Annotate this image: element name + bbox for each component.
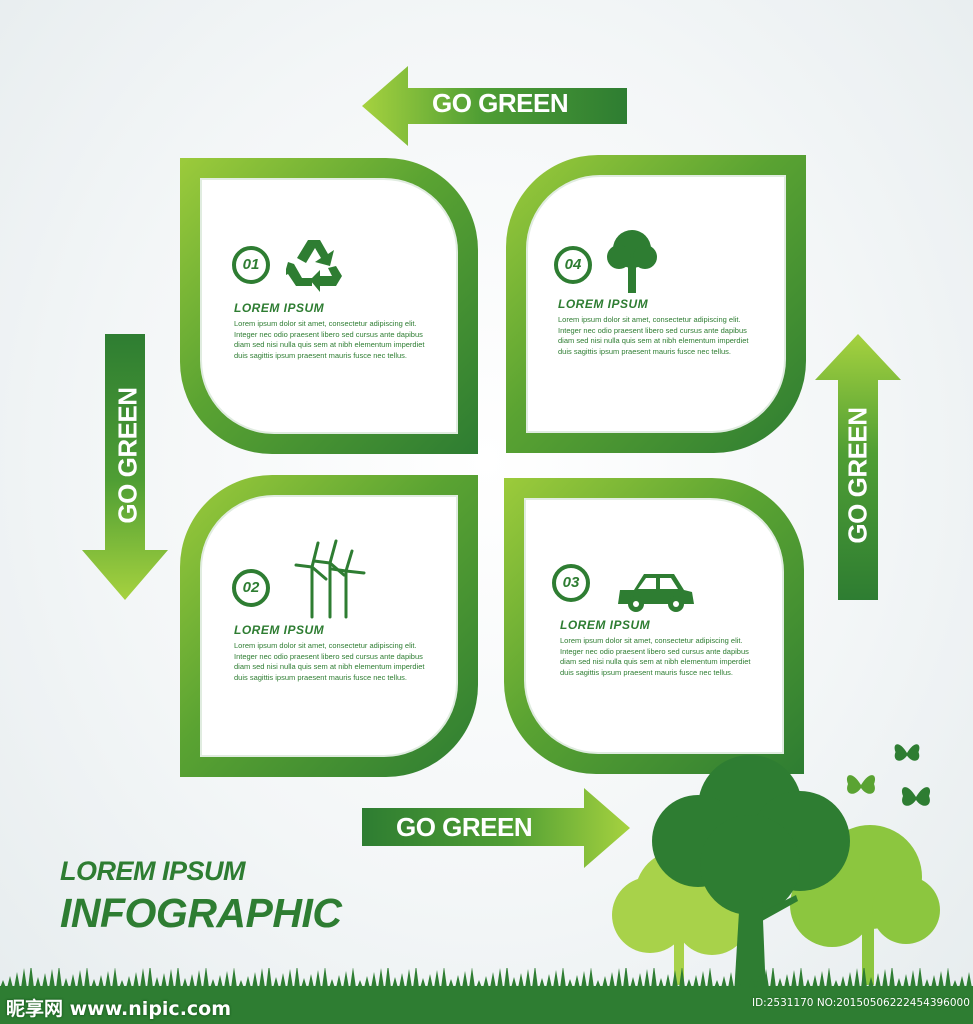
card-01-heading: LOREM IPSUM [234, 301, 325, 315]
card-04-body: Lorem ipsum dolor sit amet, consectetur … [558, 315, 749, 356]
top-arrow [362, 66, 627, 146]
wind-turbine-icon [294, 539, 366, 619]
card-03-body: Lorem ipsum dolor sit amet, consectetur … [560, 636, 751, 677]
card-04: 04 LOREM IPSUM Lorem ipsum dolor sit ame… [506, 155, 806, 453]
tree-icon [607, 230, 657, 293]
card-04-panel: 04 LOREM IPSUM Lorem ipsum dolor sit ame… [526, 175, 786, 433]
card-02-heading: LOREM IPSUM [234, 623, 325, 637]
footer-subtitle: LOREM IPSUM [60, 856, 246, 886]
card-02-panel: 02 LOREM IPSUM Lorem ipsum dolor sit ame… [200, 495, 458, 757]
card-03-number: 03 [552, 564, 590, 602]
watermark-right: ID:2531170 NO:20150506222454396000 [752, 997, 970, 1009]
card-03-panel: 03 LOREM IPSUM Lorem ipsum dolor sit ame… [524, 498, 784, 754]
recycle-icon [286, 240, 342, 292]
card-04-heading: LOREM IPSUM [558, 297, 649, 311]
card-02: 02 LOREM IPSUM Lorem ipsum dolor sit ame… [180, 475, 478, 777]
card-01-number: 01 [232, 246, 270, 284]
car-icon [618, 574, 694, 612]
card-03: 03 LOREM IPSUM Lorem ipsum dolor sit ame… [504, 478, 804, 774]
card-01-panel: 01 LOREM IPSUM Lorem ipsum dolor sit ame… [200, 178, 458, 434]
right-arrow-label: GO GREEN [842, 407, 873, 544]
trees-illustration [612, 755, 940, 995]
card-01-body: Lorem ipsum dolor sit amet, consectetur … [234, 319, 425, 360]
card-01: 01 LOREM IPSUM Lorem ipsum dolor sit ame… [180, 158, 478, 454]
top-arrow-label: GO GREEN [432, 88, 569, 118]
right-arrow [815, 334, 901, 600]
card-04-number: 04 [554, 246, 592, 284]
card-02-number: 02 [232, 569, 270, 607]
butterfly-icon [846, 775, 876, 794]
bottom-arrow [362, 788, 630, 868]
watermark-left: 昵享网 www.nipic.com [6, 998, 232, 1020]
left-arrow [82, 334, 168, 600]
bottom-arrow-label: GO GREEN [396, 812, 533, 842]
card-03-heading: LOREM IPSUM [560, 618, 651, 632]
butterfly-icon [894, 744, 920, 761]
card-02-body: Lorem ipsum dolor sit amet, consectetur … [234, 641, 425, 682]
grass-strip [0, 968, 973, 1024]
butterfly-icon [901, 787, 931, 806]
footer-title: INFOGRAPHIC [60, 890, 342, 936]
left-arrow-label: GO GREEN [112, 387, 143, 524]
